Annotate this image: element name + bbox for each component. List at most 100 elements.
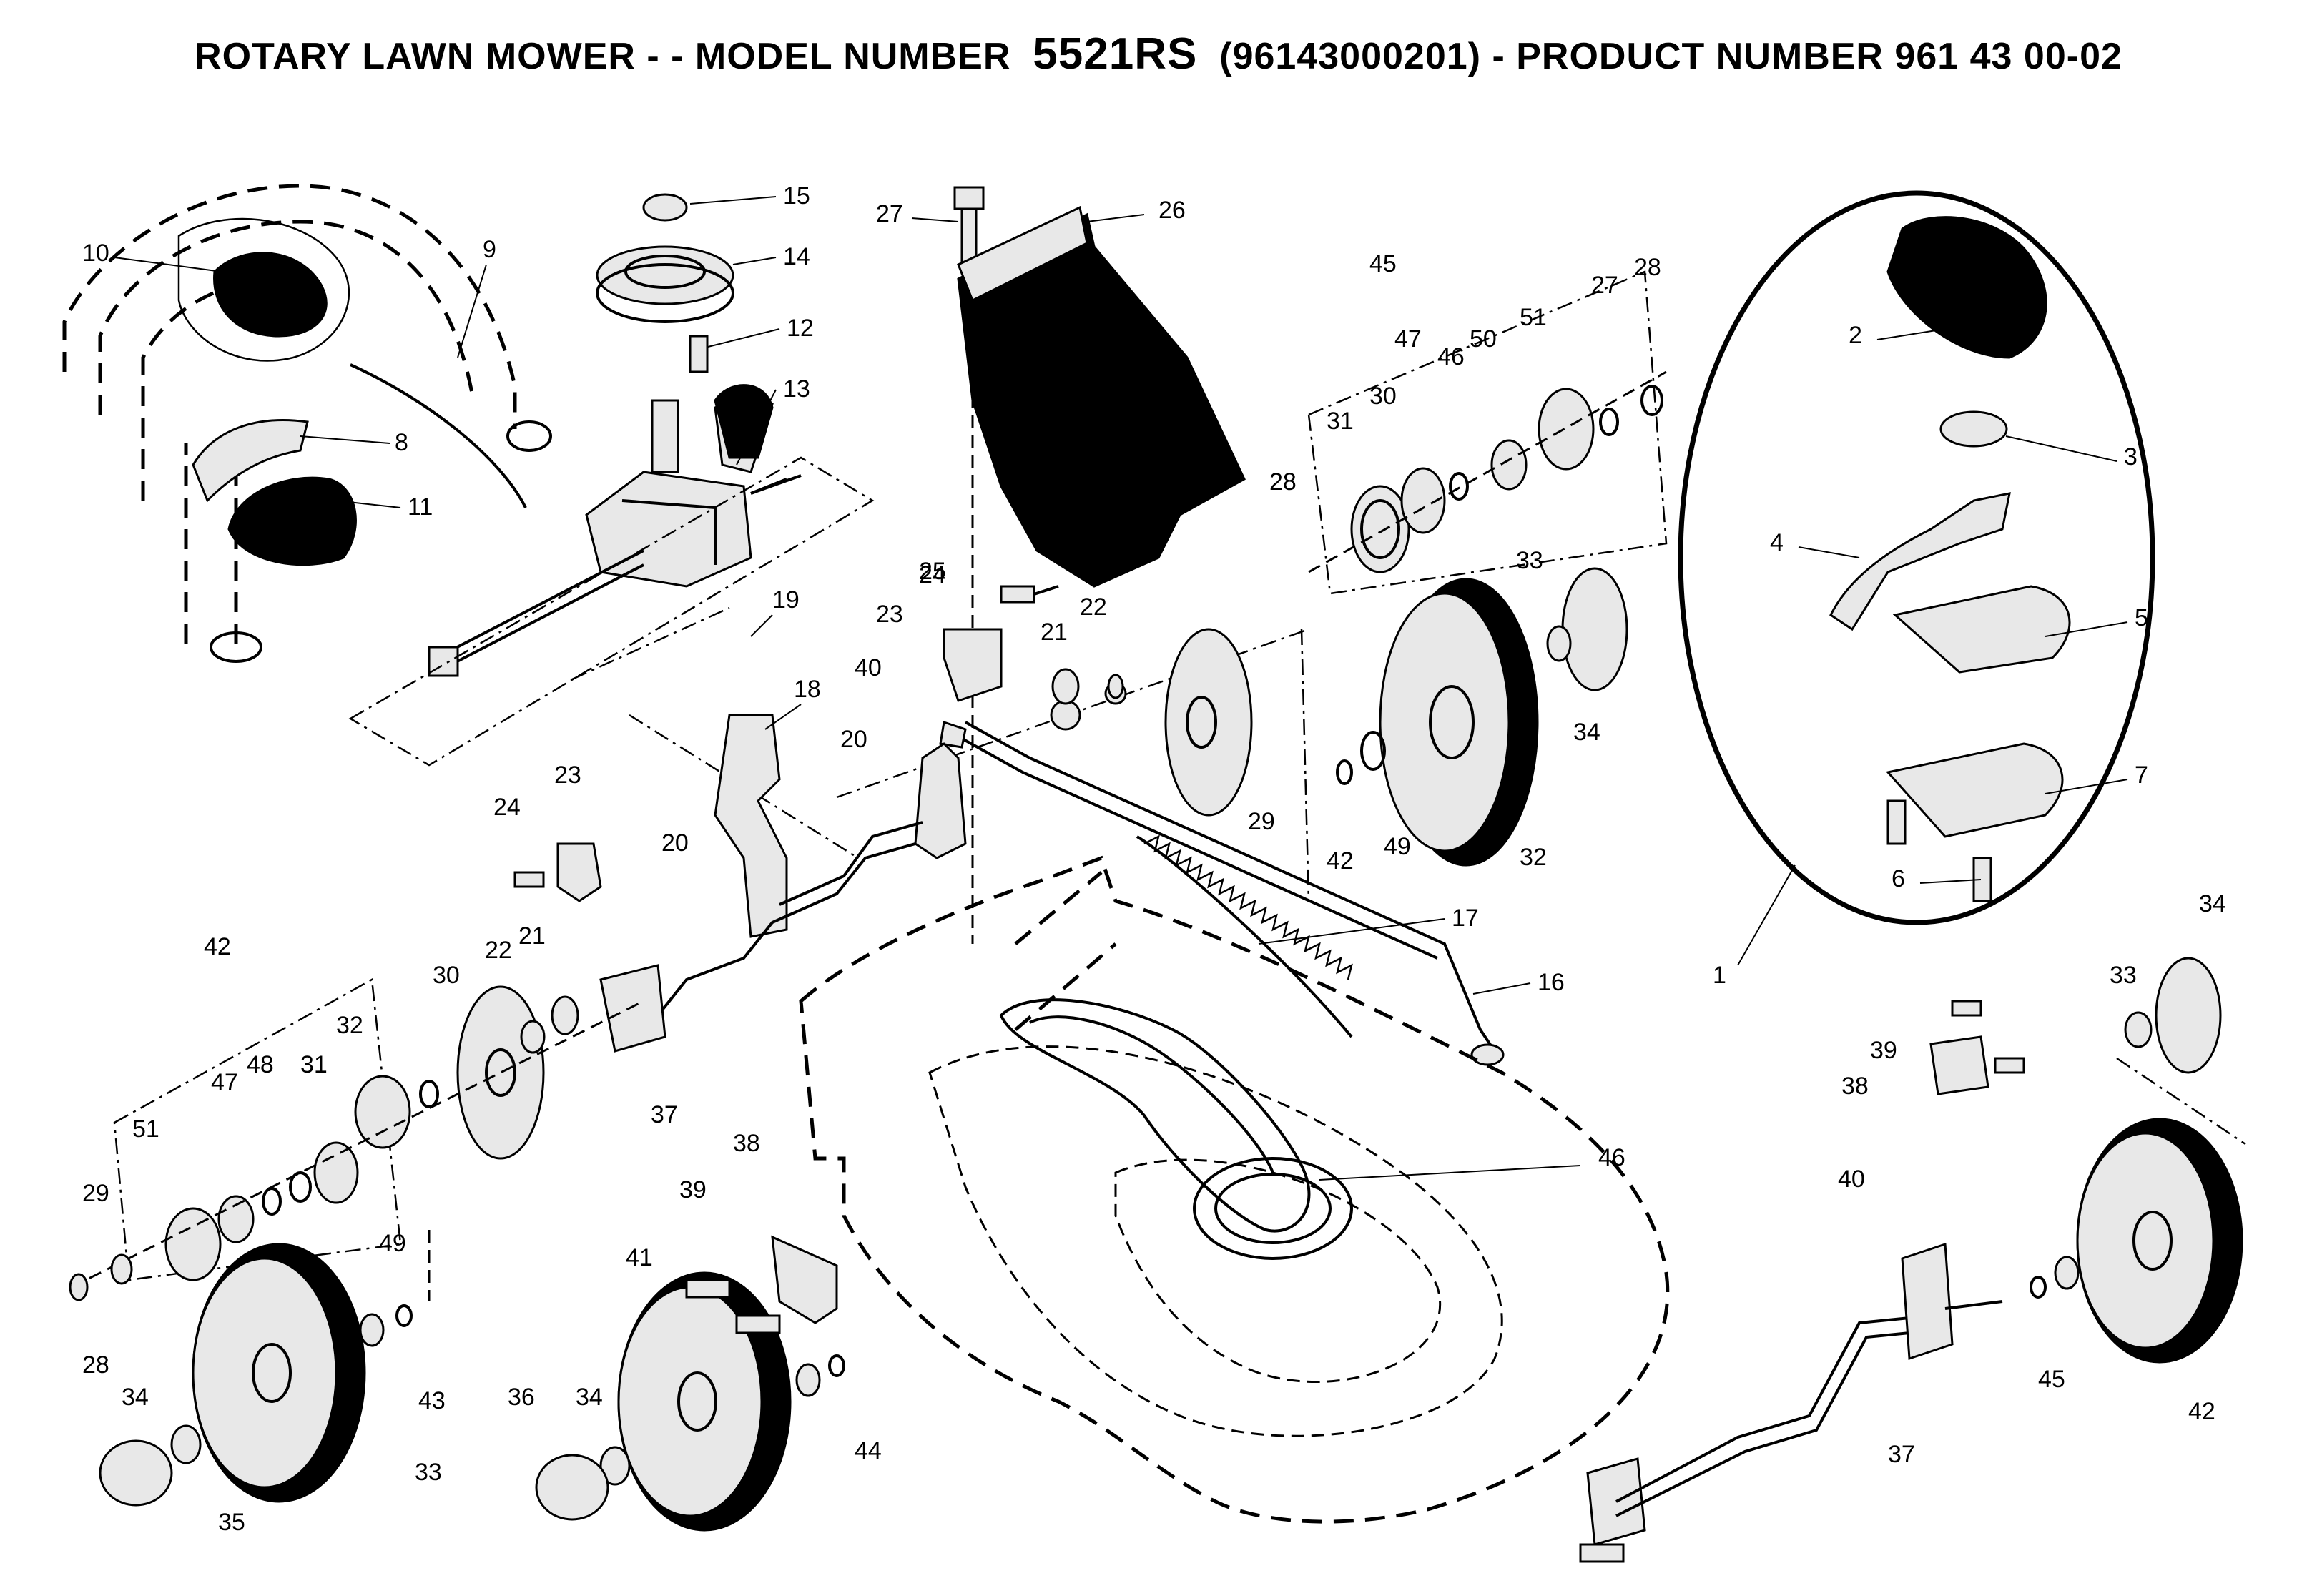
callout-label: 34 — [576, 1384, 603, 1411]
callout-label: 40 — [855, 654, 882, 681]
callout-label: 32 — [1520, 844, 1547, 871]
callout-label: 11 — [408, 493, 433, 521]
front-wheel-right — [1929, 957, 2246, 1364]
callout-label: 20 — [840, 726, 867, 753]
callout-label: 23 — [876, 601, 903, 628]
callout-label: 20 — [661, 829, 689, 857]
callout-label: 49 — [1384, 833, 1411, 860]
callout-label: 10 — [82, 240, 109, 267]
callout-label: 51 — [132, 1115, 159, 1143]
callout-label: 13 — [783, 375, 810, 403]
callout-label: 42 — [2188, 1398, 2215, 1425]
callout-label: 22 — [1080, 593, 1107, 621]
discharge-chute — [953, 186, 1246, 944]
transmission-gearbox — [428, 399, 802, 677]
callout-label: 28 — [82, 1351, 109, 1379]
callout-label: 31 — [1327, 408, 1354, 435]
callout-label: 34 — [1573, 719, 1600, 746]
callout-label: 28 — [1634, 254, 1661, 281]
callout-label: 45 — [1369, 250, 1397, 277]
callout-label: 23 — [554, 762, 581, 789]
callout-label: 5 — [2135, 604, 2148, 631]
callout-label: 38 — [1841, 1073, 1869, 1100]
callout-label: 39 — [679, 1176, 707, 1203]
callout-label: 21 — [518, 922, 546, 950]
callout-label: 38 — [733, 1130, 760, 1157]
callout-label: 42 — [1327, 847, 1354, 875]
callout-label: 44 — [855, 1437, 882, 1464]
callout-label: 48 — [247, 1051, 274, 1078]
front-axle-right — [1579, 1242, 2003, 1563]
callout-label: 8 — [395, 429, 408, 456]
callout-label: 42 — [204, 933, 231, 960]
callout-label: 46 — [1437, 343, 1465, 370]
callout-label: 39 — [1870, 1037, 1897, 1064]
callout-label: 31 — [300, 1051, 328, 1078]
callout-label: 35 — [218, 1509, 245, 1536]
rear-wheel-right — [1051, 567, 1628, 867]
title-prefix: ROTARY LAWN MOWER - - MODEL NUMBER — [195, 36, 1033, 77]
handle-grip-parts — [192, 419, 357, 566]
callout-label: 2 — [1849, 322, 1862, 349]
mower-deck — [799, 855, 1670, 1524]
callout-label: 27 — [876, 200, 903, 227]
left-rear-assembly — [69, 842, 666, 1301]
callout-label: 30 — [1369, 383, 1397, 410]
callout-label: 14 — [783, 243, 810, 270]
model-number: 5521RS — [1033, 29, 1198, 79]
callout-label: 24 — [919, 561, 946, 588]
callout-label: 37 — [1888, 1441, 1915, 1468]
callout-label: 29 — [82, 1180, 109, 1207]
leader-lines — [114, 196, 2128, 1181]
callout-label: 46 — [1598, 1144, 1625, 1171]
callout-label: 27 — [1591, 272, 1618, 299]
callout-label: 36 — [508, 1384, 535, 1411]
callout-label: 3 — [2124, 443, 2138, 471]
callout-label: 45 — [2038, 1366, 2065, 1393]
callout-label: 43 — [418, 1387, 446, 1414]
gear-assembly-right — [1307, 270, 1668, 595]
callout-label: 9 — [483, 236, 496, 263]
callout-label: 33 — [2110, 962, 2137, 989]
callout-label: 49 — [379, 1230, 406, 1257]
spring — [1136, 834, 1353, 1038]
front-wheel-left — [99, 1230, 431, 1507]
height-adjuster-lever — [714, 384, 788, 938]
callout-label: 12 — [787, 315, 814, 342]
callout-label: 21 — [1041, 619, 1068, 646]
callout-label: 47 — [211, 1069, 238, 1096]
callout-label: 24 — [493, 794, 521, 821]
callout-label: 18 — [794, 676, 821, 703]
callout-label: 41 — [626, 1244, 653, 1271]
callout-label: 1 — [1713, 962, 1726, 989]
callout-label: 32 — [336, 1012, 363, 1039]
diagram-title: ROTARY LAWN MOWER - - MODEL NUMBER 5521R… — [0, 29, 2317, 79]
pulley-and-hardware — [596, 193, 734, 373]
callout-label: 50 — [1470, 325, 1497, 353]
callout-label: 22 — [485, 937, 512, 964]
callout-label: 47 — [1394, 325, 1422, 353]
callout-label: 33 — [415, 1459, 442, 1486]
callout-label: 30 — [433, 962, 460, 989]
callout-label: 26 — [1158, 197, 1186, 224]
handle-inset-assembly — [1678, 190, 2155, 925]
callout-label: 7 — [2135, 762, 2148, 789]
callout-label: 33 — [1516, 547, 1543, 574]
callout-label: 34 — [122, 1384, 149, 1411]
callout-label: 40 — [1838, 1166, 1865, 1193]
callout-label: 16 — [1538, 969, 1565, 996]
callout-label: 29 — [1248, 808, 1275, 835]
callout-label: 51 — [1520, 304, 1547, 331]
callout-label: 34 — [2199, 890, 2226, 917]
callout-label: 28 — [1269, 468, 1297, 496]
callout-label: 4 — [1770, 529, 1784, 556]
callout-label: 25 — [919, 558, 946, 585]
front-wheel-center — [535, 1235, 845, 1532]
callout-labels: 1 2 3 4 5 6 7 8 9 10 11 12 13 14 15 16 1… — [82, 182, 2226, 1536]
title-suffix: (96143000201) - PRODUCT NUMBER 961 43 00… — [1197, 36, 2122, 77]
callout-label: 19 — [772, 586, 800, 614]
callout-label: 15 — [783, 182, 810, 210]
callout-label: 6 — [1892, 865, 1905, 892]
callout-label: 17 — [1452, 905, 1479, 932]
